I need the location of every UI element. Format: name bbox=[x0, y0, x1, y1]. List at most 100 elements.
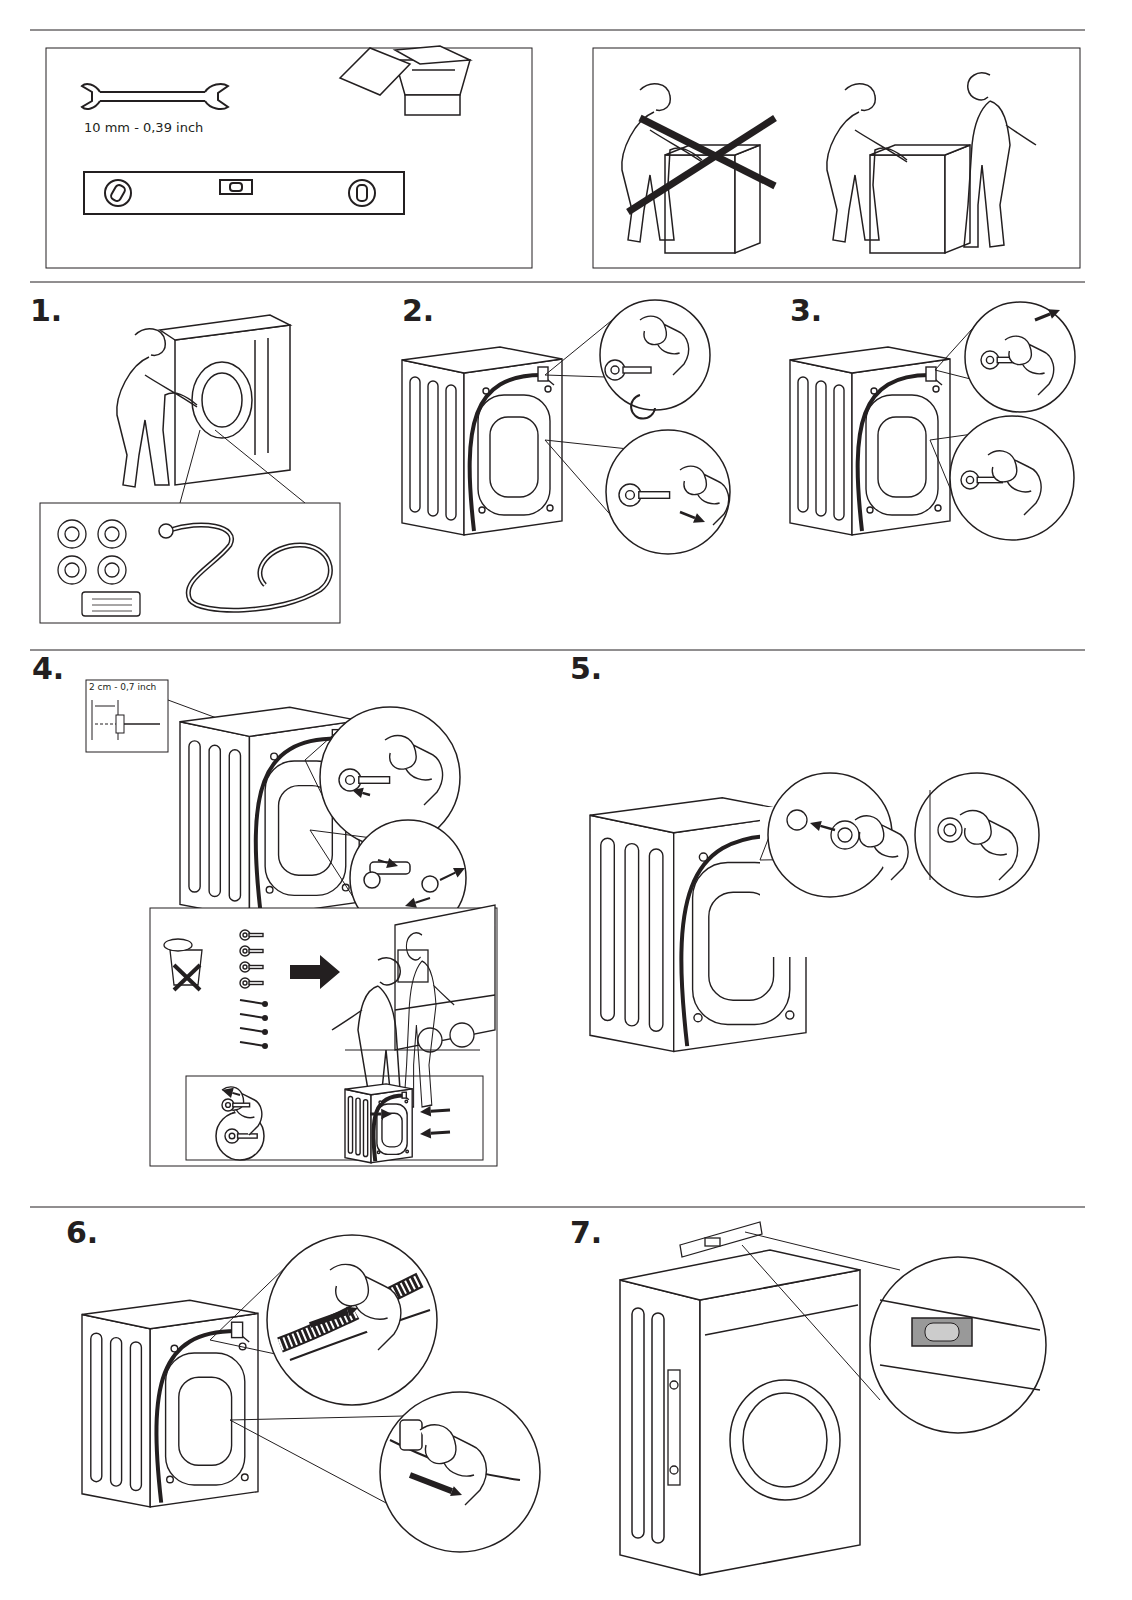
drawing-part bbox=[705, 1238, 720, 1246]
drawing-part bbox=[243, 933, 247, 937]
drawing-part bbox=[222, 1088, 234, 1098]
drawing-part bbox=[386, 858, 398, 868]
drawing-part bbox=[705, 1305, 858, 1335]
drawing-part bbox=[838, 828, 852, 842]
drawing-part bbox=[640, 118, 775, 186]
drawing-part bbox=[117, 329, 197, 487]
drawing-part bbox=[545, 440, 612, 517]
drawing-part bbox=[625, 844, 639, 1026]
drawing-part bbox=[428, 381, 438, 516]
drawing-part bbox=[175, 325, 290, 485]
person-figure bbox=[404, 933, 454, 1107]
drawing-part bbox=[547, 505, 553, 511]
drawing-part bbox=[84, 172, 404, 214]
motion-arrow bbox=[420, 1106, 450, 1116]
drawing-part bbox=[100, 92, 205, 101]
drawing-part bbox=[743, 1393, 827, 1487]
bolt bbox=[605, 360, 651, 380]
drawing-part bbox=[400, 1420, 422, 1450]
motion-arrow bbox=[310, 1307, 358, 1325]
drawing-part bbox=[111, 1338, 122, 1487]
drawing-part bbox=[371, 1089, 412, 1163]
drawing-part bbox=[348, 1096, 352, 1153]
drawing-part bbox=[935, 370, 971, 379]
drawing-part bbox=[233, 1103, 250, 1107]
washing-machine bbox=[160, 315, 290, 485]
person-figure bbox=[622, 84, 702, 242]
detail-circle bbox=[380, 1392, 540, 1552]
drawing-part bbox=[352, 788, 364, 798]
drawing-part bbox=[700, 1270, 860, 1575]
hole-cover bbox=[98, 556, 126, 584]
drawing-part bbox=[105, 563, 119, 577]
drawing-part bbox=[915, 773, 1039, 897]
hand bbox=[855, 816, 908, 880]
drawing-part bbox=[86, 680, 168, 752]
drawing-part bbox=[40, 503, 340, 623]
drawing-part bbox=[670, 1381, 678, 1389]
drawing-part bbox=[150, 1313, 258, 1507]
drawing-part bbox=[382, 1113, 402, 1147]
drawing-part bbox=[92, 599, 132, 600]
drawing-part bbox=[735, 145, 760, 253]
drawing-part bbox=[418, 1028, 442, 1052]
drawing-part bbox=[229, 750, 240, 901]
drawing-part bbox=[605, 360, 625, 380]
drawing-part bbox=[238, 1134, 258, 1138]
drawing-part bbox=[205, 84, 228, 109]
washing-machine bbox=[790, 347, 950, 535]
drawing-part bbox=[240, 1014, 265, 1018]
drawing-part bbox=[619, 484, 641, 506]
drawing-part bbox=[668, 1370, 680, 1485]
drawing-part bbox=[420, 1106, 431, 1116]
drawing-part bbox=[310, 830, 356, 901]
drawing-part bbox=[945, 145, 970, 253]
drawing-part bbox=[964, 73, 1036, 247]
drawing-part bbox=[988, 451, 1041, 515]
step-number: 7. bbox=[570, 1216, 602, 1249]
drawing-part bbox=[232, 1322, 243, 1337]
drawing-part bbox=[65, 563, 79, 577]
drawing-part bbox=[680, 466, 729, 525]
drawing-part bbox=[170, 525, 330, 610]
drawing-part bbox=[58, 520, 86, 548]
drawing-part bbox=[453, 868, 465, 877]
drawing-part bbox=[670, 1466, 678, 1474]
drawing-part bbox=[986, 356, 993, 363]
drawing-part bbox=[105, 527, 119, 541]
drawing-part bbox=[373, 1096, 403, 1162]
drawing-part bbox=[402, 1092, 406, 1098]
screw bbox=[240, 1028, 268, 1035]
drawing-part bbox=[210, 1340, 276, 1354]
drawing-part bbox=[464, 359, 562, 535]
drawing-part bbox=[84, 172, 404, 214]
drawing-part bbox=[179, 1377, 232, 1465]
hand bbox=[420, 1425, 486, 1505]
drawing-part bbox=[820, 826, 835, 830]
drawing-part bbox=[880, 1365, 1040, 1390]
drawing-part bbox=[405, 898, 417, 908]
drawing-part bbox=[370, 1113, 381, 1116]
hole-cover bbox=[58, 520, 86, 548]
drawing-part bbox=[377, 1151, 380, 1154]
drawing-part bbox=[422, 876, 438, 892]
drawing-part bbox=[852, 359, 950, 535]
washing-machine bbox=[345, 1084, 412, 1163]
drawing-part bbox=[790, 360, 852, 535]
drawing-part bbox=[243, 981, 247, 985]
drawing-part bbox=[202, 373, 242, 427]
drawing-part bbox=[545, 440, 625, 449]
drawing-part bbox=[420, 1128, 431, 1138]
step-number: 2. bbox=[402, 294, 434, 327]
screw bbox=[240, 1000, 268, 1007]
drawing-part bbox=[364, 862, 438, 892]
drawing-part bbox=[855, 816, 908, 880]
drawing-part bbox=[262, 1015, 268, 1021]
drawing-part bbox=[590, 815, 674, 1051]
drawing-part bbox=[874, 846, 898, 856]
drawing-part bbox=[415, 898, 430, 903]
drawing-part bbox=[330, 1264, 401, 1350]
drawing-part bbox=[249, 934, 263, 937]
drawing-part bbox=[798, 377, 808, 512]
drawing-part bbox=[95, 724, 116, 725]
